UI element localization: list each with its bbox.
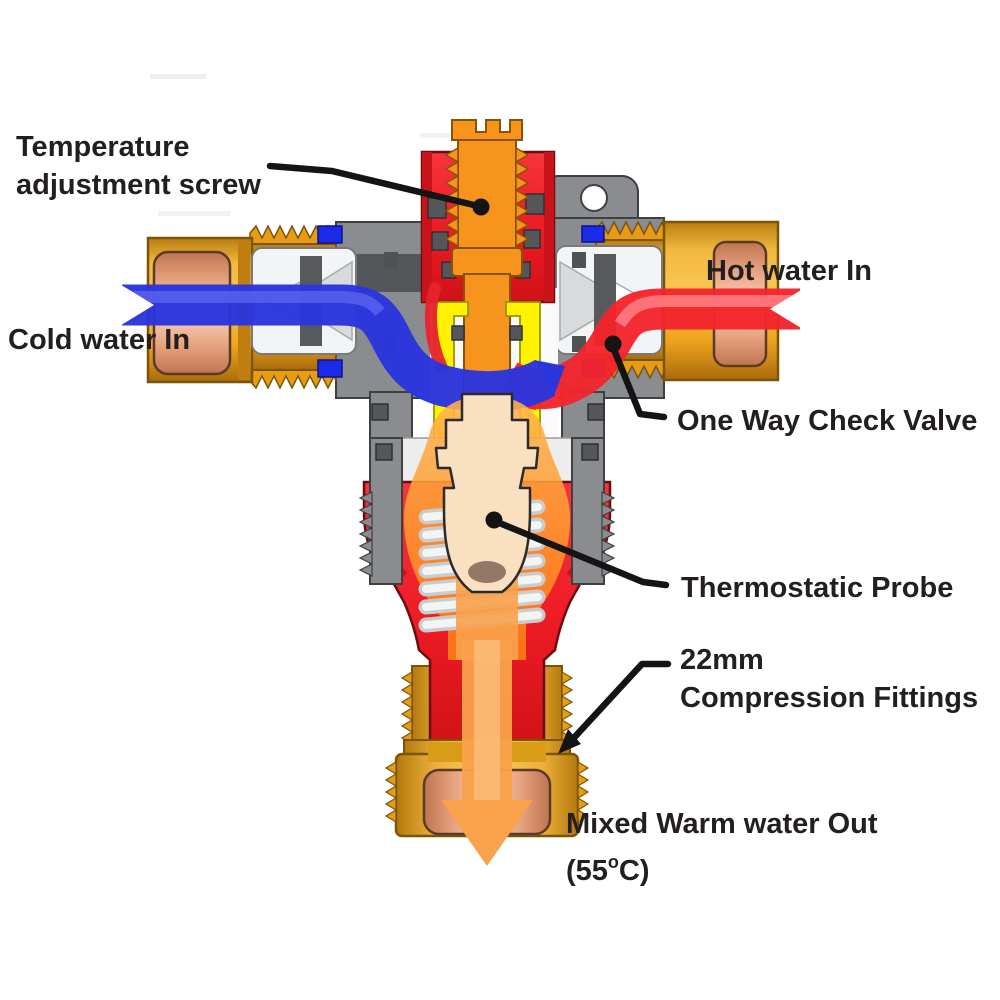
leader-check-valve <box>604 335 668 421</box>
degree-symbol: o <box>607 852 619 872</box>
leader-temperature-screw <box>266 162 490 216</box>
cold-arrow-tail-notch <box>118 283 154 327</box>
mixed-water-out-arrow <box>441 640 533 866</box>
screw-thread <box>514 146 530 248</box>
hot-arrow-tail-notch <box>770 287 806 331</box>
label-mixed-warm-water-out: Mixed Warm water Out (55oC) <box>566 805 878 890</box>
leader-compression-fittings <box>558 660 672 754</box>
screw-head <box>451 119 523 141</box>
mounting-hole <box>580 184 608 212</box>
label-line: 22mm <box>680 644 764 676</box>
label-hot-water-in: Hot water In <box>706 255 872 287</box>
cold-water-arrow <box>118 283 565 413</box>
cold-arrowhead <box>534 360 565 396</box>
leader-lines <box>266 162 672 754</box>
label-line: Temperature <box>16 131 190 163</box>
label-line: (55oC) <box>566 852 650 887</box>
label-temperature-adjustment-screw: Temperature adjustment screw <box>16 128 261 204</box>
label-thermostatic-probe: Thermostatic Probe <box>681 572 954 604</box>
thermostatic-probe <box>434 392 540 594</box>
label-one-way-check-valve: One Way Check Valve <box>677 405 978 437</box>
body-threaded-collars <box>358 437 616 585</box>
label-line: Mixed Warm water Out <box>566 808 878 840</box>
leader-thermostatic-probe <box>485 511 670 589</box>
label-line: Compression Fittings <box>680 682 979 714</box>
label-line: adjustment screw <box>16 169 261 201</box>
label-compression-fittings: 22mm Compression Fittings <box>680 641 978 717</box>
label-cold-water-in: Cold water In <box>8 324 191 356</box>
